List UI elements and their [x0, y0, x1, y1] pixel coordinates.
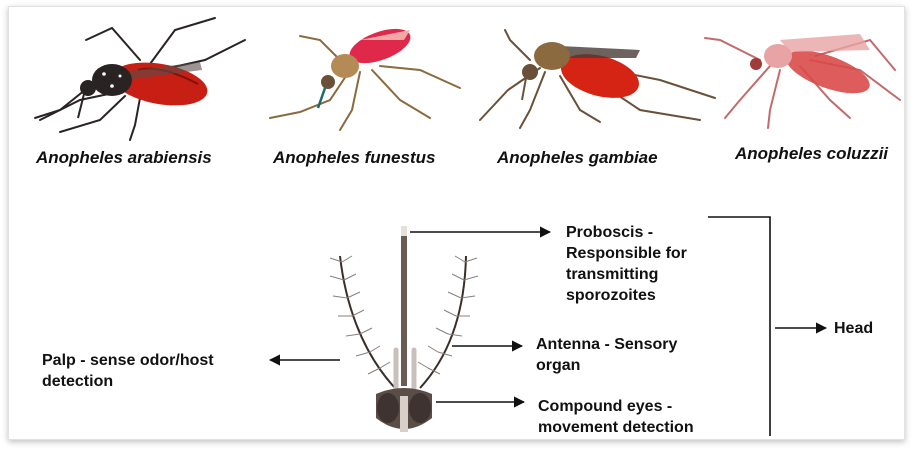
proboscis-label-line: sporozoites [566, 285, 687, 306]
palp-label-line: Palp - sense odor/host [42, 350, 214, 371]
mosquito-coluzzii-illustration [705, 34, 900, 128]
palp-label-line: detection [42, 371, 214, 392]
mosquito-funestus-illustration [270, 22, 460, 130]
eyes-label: Compound eyes - movement detection [538, 396, 694, 438]
head-bracket [708, 217, 770, 436]
species-name-funestus: Anopheles funestus [273, 148, 435, 168]
head-label: Head [834, 318, 873, 339]
antenna-right-hairs [418, 256, 478, 374]
mosquito-gambiae-illustration [480, 30, 715, 128]
compound-eye-left [377, 393, 399, 423]
antenna-left-hairs [330, 256, 390, 374]
mosquito-head-diagram [330, 226, 478, 432]
proboscis-label-line: transmitting [566, 264, 687, 285]
antenna-label-line: Antenna - Sensory [536, 334, 677, 355]
proboscis-label-line: Responsible for [566, 243, 687, 264]
proboscis-label: Proboscis - Responsible for transmitting… [566, 222, 687, 306]
species-name-gambiae: Anopheles gambiae [497, 148, 658, 168]
palp-label: Palp - sense odor/host detection [42, 350, 214, 392]
eyes-label-line: Compound eyes - [538, 396, 694, 417]
species-name-arabiensis: Anopheles arabiensis [36, 148, 212, 168]
eyes-label-line: movement detection [538, 417, 694, 438]
mosquito-arabiensis-illustration [35, 18, 245, 140]
proboscis-label-line: Proboscis - [566, 222, 687, 243]
antenna-label: Antenna - Sensory organ [536, 334, 677, 376]
antenna-label-line: organ [536, 355, 677, 376]
proboscis [401, 226, 407, 386]
species-name-coluzzii: Anopheles coluzzii [735, 144, 888, 164]
compound-eye-right [409, 393, 431, 423]
